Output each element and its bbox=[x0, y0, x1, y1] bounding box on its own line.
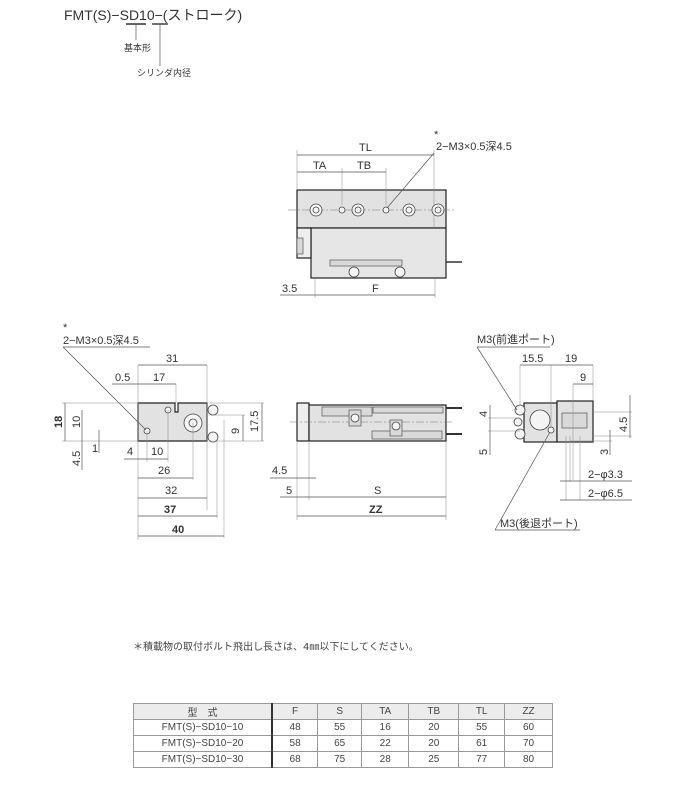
dim-15-5: 15.5 bbox=[522, 353, 543, 365]
dim-19: 19 bbox=[565, 353, 577, 365]
mounting-holes bbox=[309, 203, 445, 217]
spec-table: 型 式 F S TA TB TL ZZ FMT(S)−SD10−10 48 55… bbox=[133, 703, 553, 768]
dim-4-5: 4.5 bbox=[71, 451, 83, 466]
cell: 77 bbox=[458, 751, 506, 768]
cell: 70 bbox=[504, 735, 553, 752]
dim-18: 18 bbox=[53, 416, 65, 428]
cell: 65 bbox=[317, 735, 363, 752]
dim-0-5: 0.5 bbox=[115, 372, 130, 384]
tap-note: 2−M3×0.5深4.5 bbox=[436, 140, 512, 153]
cell: 20 bbox=[408, 719, 460, 736]
hole-small-label: 2−φ3.3 bbox=[588, 469, 623, 481]
dim-4: 4 bbox=[127, 446, 133, 458]
dim-5: 5 bbox=[478, 449, 490, 455]
dim-10-horizontal: 10 bbox=[151, 446, 163, 458]
callout-bore: シリンダ内径 bbox=[137, 67, 191, 78]
dim-4: 4 bbox=[478, 411, 490, 417]
dim-s: S bbox=[374, 485, 381, 497]
asterisk: * bbox=[434, 129, 439, 141]
cell-type: FMT(S)−SD10−20 bbox=[133, 735, 273, 752]
dim-zz: ZZ bbox=[369, 504, 383, 516]
table-header-row: 型 式 F S TA TB TL ZZ bbox=[133, 703, 553, 720]
header-ta: TA bbox=[361, 703, 410, 720]
cell: 48 bbox=[271, 719, 319, 736]
model-code-block: FMT(S)−SD10−(ストローク) 基本形 シリンダ内径 bbox=[64, 7, 242, 78]
front-view: 4.5 5 S ZZ bbox=[270, 402, 462, 520]
dim-4-5: 4.5 bbox=[272, 465, 287, 477]
cell: 28 bbox=[361, 751, 410, 768]
dim-17: 17 bbox=[153, 372, 165, 384]
cell-type: FMT(S)−SD10−30 bbox=[133, 751, 273, 768]
header-zz: ZZ bbox=[504, 703, 553, 720]
dim-9: 9 bbox=[580, 372, 586, 384]
dim-26: 26 bbox=[158, 465, 170, 477]
header-type: 型 式 bbox=[133, 703, 273, 720]
table-row: FMT(S)−SD10−10 48 55 16 20 55 60 bbox=[133, 719, 553, 736]
dim-f: F bbox=[372, 283, 379, 295]
header-tl: TL bbox=[458, 703, 506, 720]
cell: 25 bbox=[408, 751, 460, 768]
dim-offset: 3.5 bbox=[282, 283, 297, 295]
header-f: F bbox=[271, 703, 319, 720]
cell: 75 bbox=[317, 751, 363, 768]
cell: 80 bbox=[504, 751, 553, 768]
side-asterisk: * bbox=[63, 322, 68, 334]
dim-17-5: 17.5 bbox=[249, 411, 261, 432]
cell: 68 bbox=[271, 751, 319, 768]
cell: 22 bbox=[361, 735, 410, 752]
table-row: FMT(S)−SD10−20 58 65 22 20 61 70 bbox=[133, 735, 553, 752]
port-return-label: M3(後退ポート) bbox=[500, 516, 578, 530]
model-code: FMT(S)−SD10−(ストローク) bbox=[64, 7, 242, 23]
cell-type: FMT(S)−SD10−10 bbox=[133, 719, 273, 736]
dim-ta: TA bbox=[313, 160, 327, 172]
mounting-bolt-note: ＊積載物の取付ボルト飛出し長さは、4㎜以下にしてください。 bbox=[133, 642, 419, 653]
dim-9: 9 bbox=[230, 428, 242, 434]
dim-3: 3 bbox=[599, 449, 611, 455]
cell: 55 bbox=[317, 719, 363, 736]
cell: 58 bbox=[271, 735, 319, 752]
port-forward-label: M3(前進ポート) bbox=[477, 332, 555, 346]
cell: 55 bbox=[458, 719, 506, 736]
dim-tl: TL bbox=[359, 142, 372, 154]
top-view: TL TA TB * 2−M3×0.5深4.5 F 3.5 bbox=[280, 129, 512, 298]
dim-5: 5 bbox=[286, 485, 292, 497]
end-view: M3(前進ポート) 15.5 19 9 4 5 4.5 3 2−φ3.3 2−φ… bbox=[476, 332, 632, 531]
dim-4-5: 4.5 bbox=[618, 417, 630, 432]
side-view: * 2−M3×0.5深4.5 31 0.5 17 18 10 4.5 1 4 1… bbox=[53, 322, 264, 540]
cell: 60 bbox=[504, 719, 553, 736]
header-tb: TB bbox=[408, 703, 460, 720]
dim-31: 31 bbox=[166, 353, 178, 365]
dim-32: 32 bbox=[165, 485, 177, 497]
side-tap-note: 2−M3×0.5深4.5 bbox=[63, 334, 139, 347]
dim-1: 1 bbox=[92, 443, 98, 455]
cell: 20 bbox=[408, 735, 460, 752]
callout-basic-type: 基本形 bbox=[124, 42, 151, 53]
header-s: S bbox=[317, 703, 363, 720]
dim-10-vertical: 10 bbox=[71, 416, 83, 428]
cell: 16 bbox=[361, 719, 410, 736]
dim-40: 40 bbox=[172, 524, 184, 536]
table-row: FMT(S)−SD10−30 68 75 28 25 77 80 bbox=[133, 751, 553, 768]
hole-large-label: 2−φ6.5 bbox=[588, 488, 623, 500]
dim-tb: TB bbox=[357, 160, 371, 172]
cell: 61 bbox=[458, 735, 506, 752]
dim-37: 37 bbox=[164, 504, 176, 516]
